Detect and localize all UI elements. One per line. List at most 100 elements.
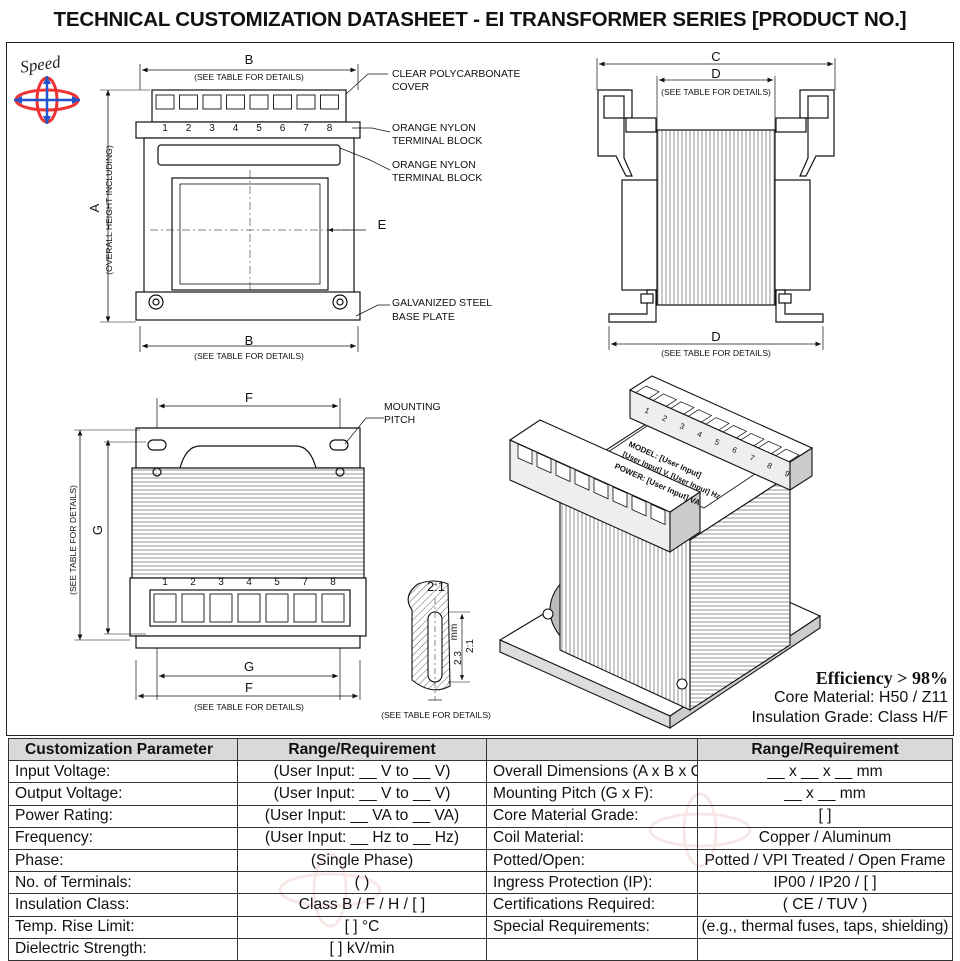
parameter-cell: Overall Dimensions (A x B x C):: [486, 760, 698, 784]
terminal-cell: [670, 401, 695, 415]
terminal-cell: [593, 477, 609, 500]
terminal-number: 3: [209, 123, 215, 134]
parameter-cell: Insulation Class:: [8, 893, 238, 917]
logo-text: Speed: [19, 52, 62, 77]
dim-g-side: G: [90, 525, 105, 535]
terminal-cell: [687, 409, 713, 423]
callout-mounting-pitch: MOUNTING: [384, 402, 441, 413]
dim-c: C: [711, 49, 720, 64]
parameter-cell: Output Voltage:: [8, 782, 238, 806]
terminal-cell: [249, 94, 269, 110]
terminal-number: 2: [661, 414, 669, 424]
terminal-number: 7: [302, 577, 308, 588]
terminal-number: 5: [274, 577, 280, 588]
terminal-cell: [321, 593, 345, 623]
terminal-number: 3: [678, 421, 686, 431]
callout-cover: COVER: [392, 82, 429, 93]
value-cell: (User Input: __ V to __ V): [237, 782, 487, 806]
terminal-cell: [757, 440, 783, 454]
parameter-cell: No. of Terminals:: [8, 871, 238, 895]
terminal-cell: [740, 433, 765, 447]
terminal-cell: [775, 448, 800, 462]
terminal-cell: [612, 486, 628, 508]
callout-mounting-pitch: PITCH: [384, 415, 415, 426]
terminal-cell: [705, 417, 730, 431]
parameter-cell: Coil Material:: [486, 826, 698, 850]
terminal-number: 1: [643, 406, 651, 416]
value-cell: __ x __ x __ mm: [697, 760, 953, 784]
table-row: Power Rating:(User Input: __ VA to __ VA…: [8, 804, 953, 828]
isometric-view: [498, 375, 822, 730]
value-cell: Copper / Aluminum: [697, 826, 953, 850]
value-cell: (User Input: __ Hz to __ Hz): [237, 826, 487, 850]
terminal-number: 8: [330, 577, 336, 588]
value-cell: __ x __ mm: [697, 782, 953, 806]
value-cell: ( CE / TUV ): [697, 893, 953, 917]
value-cell: (e.g., thermal fuses, taps, shielding): [697, 915, 953, 939]
terminal-cell: [296, 94, 316, 110]
see-table-note: (SEE TABLE FOR DETAILS): [68, 485, 78, 595]
parameter-cell: Potted/Open:: [486, 848, 698, 873]
value-cell: Class B / F / H / [ ]: [237, 893, 487, 917]
see-table-note: (SEE TABLE FOR DETAILS): [194, 351, 304, 361]
table-row: Insulation Class:Class B / F / H / [ ]Ce…: [8, 893, 953, 917]
terminal-number: 9: [783, 469, 791, 479]
value-cell: [697, 937, 953, 961]
parameter-cell: Frequency:: [8, 826, 238, 850]
parameter-cell: Certifications Required:: [486, 893, 698, 917]
callout-base-plate: BASE PLATE: [392, 312, 455, 323]
value-cell: ( ): [237, 871, 487, 895]
terminal-cell: [202, 94, 222, 110]
core-material-text: Core Material: H50 / Z11: [774, 689, 948, 706]
table-row: Phase:(Single Phase)Potted/Open:Potted /…: [8, 848, 953, 873]
table-row: Output Voltage:(User Input: __ V to __ V…: [8, 782, 953, 806]
parameter-cell: Phase:: [8, 848, 238, 873]
parameter-cell: Special Requirements:: [486, 915, 698, 939]
terminal-cell: [631, 494, 647, 517]
terminal-cell: [635, 385, 660, 399]
front-view: [100, 64, 391, 352]
drawing-frame: [6, 42, 954, 736]
parameter-cell: Power Rating:: [8, 804, 238, 828]
value-cell: [ ]: [697, 804, 953, 828]
efficiency-text: Efficiency > 98%: [815, 668, 948, 688]
callout-terminal-block: TERMINAL BLOCK: [392, 136, 482, 147]
dim-d-top: D: [711, 66, 720, 81]
value-cell: IP00 / IP20 / [ ]: [697, 871, 953, 895]
terminal-cell: [226, 94, 245, 110]
dim-a: A: [87, 203, 102, 212]
top-view-labels: F MOUNTING PITCH G (SEE TABLE FOR DETAIL…: [68, 390, 441, 712]
table-header-row: Customization Parameter Range/Requiremen…: [8, 737, 953, 762]
terminal-number: 3: [218, 577, 224, 588]
technical-drawing: Speed B (SEE TABLE FO: [14, 49, 836, 730]
see-table-note: (SEE TABLE FOR DETAILS): [194, 72, 304, 82]
slot-detail: [407, 580, 470, 701]
overall-height-note: (OVERALL HEIGHT INCLUDING): [104, 145, 114, 275]
terminal-cell: [209, 593, 233, 623]
header-range: Range/Requirement: [237, 737, 487, 762]
value-cell: (User Input: __ VA to __ VA): [237, 804, 487, 828]
terminal-number: 4: [233, 123, 239, 134]
slot-detail-labels: 2:1 2.3 mm 2:1 (SEE TABLE FOR DETAILS): [381, 579, 491, 720]
terminal-cell: [181, 593, 205, 623]
customization-table: Customization Parameter Range/Requiremen…: [8, 737, 953, 961]
parameter-cell: Temp. Rise Limit:: [8, 915, 238, 939]
terminal-number: 2: [186, 123, 192, 134]
header-range-2: Range/Requirement: [697, 737, 953, 762]
parameter-cell: [486, 937, 698, 961]
dim-d-bottom: D: [711, 329, 720, 344]
dim-f-bottom: F: [245, 680, 253, 695]
terminal-cell: [652, 393, 678, 407]
parameter-cell: Mounting Pitch (G x F):: [486, 782, 698, 806]
terminal-number: 5: [256, 123, 262, 134]
slot-dim-unit: mm: [449, 624, 460, 641]
terminal-cell: [574, 469, 590, 491]
see-table-note: (SEE TABLE FOR DETAILS): [381, 710, 491, 720]
dim-f-top: F: [245, 390, 253, 405]
see-table-note: (SEE TABLE FOR DETAILS): [661, 348, 771, 358]
terminal-number: 4: [246, 577, 252, 588]
terminal-cell: [293, 593, 317, 623]
header-parameter: Customization Parameter: [8, 737, 238, 762]
side-view-labels: C D (SEE TABLE FOR DETAILS) D (SEE TABLE…: [661, 49, 771, 358]
